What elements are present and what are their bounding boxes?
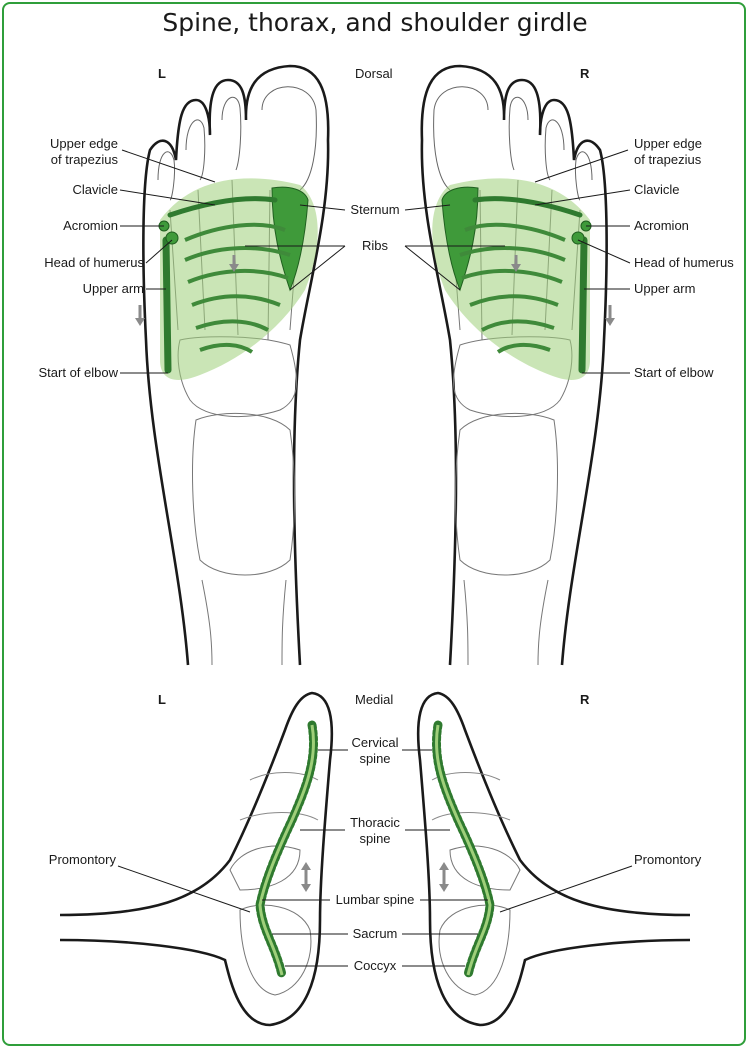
label-cervical-spine: Cervical spine <box>351 735 399 766</box>
label-left-acromion: Acromion <box>63 218 118 233</box>
label-right-start-elbow: Start of elbow <box>634 365 714 380</box>
bottom-view-label: Medial <box>355 692 394 707</box>
top-left-side-label: L <box>158 66 166 81</box>
label-right-trapezius: Upper edge of trapezius <box>634 136 702 167</box>
leader-lines <box>117 149 633 967</box>
label-left-promontory: Promontory <box>48 852 116 867</box>
label-lumbar-spine: Lumbar spine <box>335 892 415 907</box>
top-view-label: Dorsal <box>355 66 393 81</box>
label-right-head-humerus: Head of humerus <box>634 255 734 270</box>
label-left-head-humerus: Head of humerus <box>44 255 144 270</box>
label-sacrum: Sacrum <box>352 926 398 941</box>
page-title: Spine, thorax, and shoulder girdle <box>162 8 588 37</box>
label-thoracic-spine: Thoracic spine <box>350 815 400 846</box>
left-foot-dorsal <box>135 66 328 665</box>
label-left-trapezius: Upper edge of trapezius <box>50 136 118 167</box>
label-left-upper-arm: Upper arm <box>82 281 144 296</box>
label-left-clavicle: Clavicle <box>72 182 118 197</box>
top-right-side-label: R <box>580 66 590 81</box>
right-foot-dorsal <box>422 66 615 665</box>
label-left-start-elbow: Start of elbow <box>38 365 119 380</box>
label-right-acromion: Acromion <box>634 218 689 233</box>
label-right-upper-arm: Upper arm <box>634 281 696 296</box>
label-sternum: Sternum <box>350 202 400 217</box>
label-right-clavicle: Clavicle <box>634 182 680 197</box>
bottom-right-side-label: R <box>580 692 590 707</box>
label-right-promontory: Promontory <box>634 852 702 867</box>
label-coccyx: Coccyx <box>353 958 397 973</box>
bottom-left-side-label: L <box>158 692 166 707</box>
label-ribs: Ribs <box>361 238 388 253</box>
